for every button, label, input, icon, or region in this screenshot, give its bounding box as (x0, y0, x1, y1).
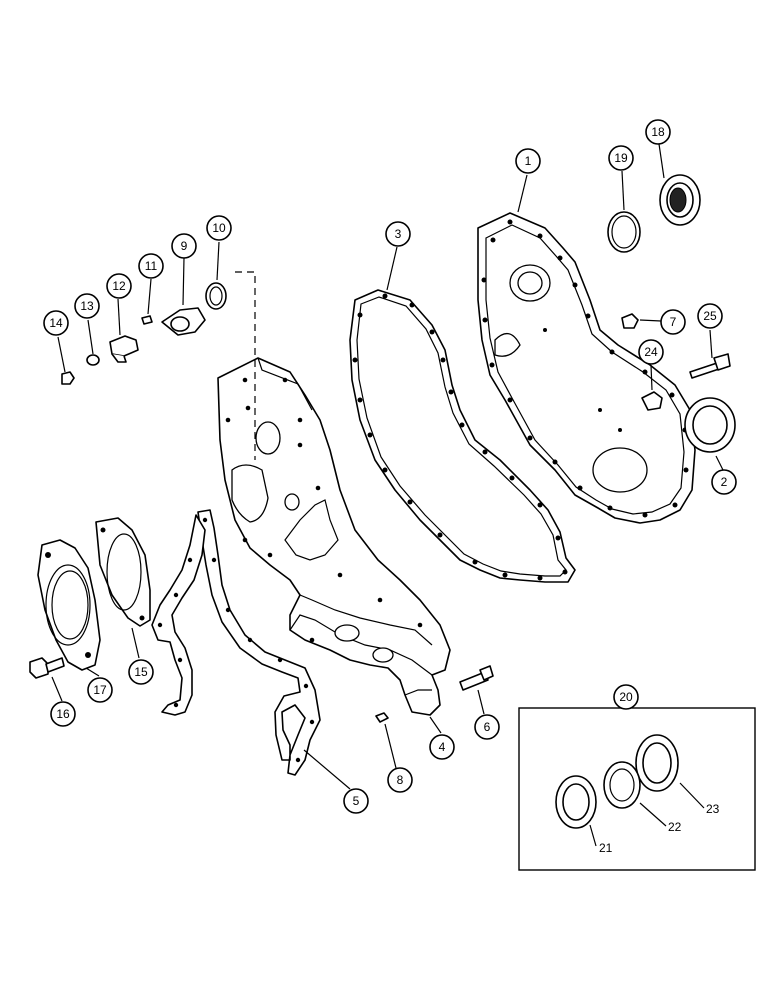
callout-3: 3 (385, 221, 411, 247)
callout-label: 19 (614, 151, 628, 165)
callout-14: 14 (43, 310, 69, 336)
seal-part-23 (635, 734, 679, 792)
callout-label: 3 (395, 227, 402, 241)
callout-label: 12 (112, 279, 126, 293)
gear-housing-part (217, 357, 451, 716)
plug-part-12 (109, 335, 139, 363)
hex-bolt-part (29, 657, 65, 679)
bolt-part-6 (459, 665, 494, 691)
callout-label: 15 (134, 665, 148, 679)
callout-8: 8 (387, 767, 413, 793)
callout-9: 9 (171, 233, 197, 259)
fitting-part-9 (161, 307, 206, 336)
callout-label: 5 (353, 794, 360, 808)
bolt-part-25 (689, 353, 731, 379)
leader-lines (51, 143, 724, 847)
callout-label: 11 (145, 259, 158, 273)
callout-label: 4 (439, 740, 446, 754)
inset-label-23: 23 (706, 802, 720, 816)
o-ring-part-10 (205, 282, 227, 310)
callout-label: 14 (49, 316, 63, 330)
callout-12: 12 (106, 273, 132, 299)
callout-label: 17 (93, 683, 107, 697)
callout-18: 18 (645, 119, 671, 145)
callout-label: 20 (619, 690, 633, 704)
rear-gasket-part (151, 509, 321, 776)
callout-label: 16 (56, 707, 70, 721)
callout-2: 2 (711, 469, 737, 495)
plate-gasket-part (95, 517, 151, 627)
callout-25: 25 (697, 303, 723, 329)
callout-4: 4 (429, 734, 455, 760)
seal-kit-inset-box (518, 707, 756, 871)
alignment-dashed-line (235, 271, 256, 460)
dowel-part-8 (375, 712, 389, 723)
callout-label: 18 (651, 125, 665, 139)
callout-13: 13 (74, 293, 100, 319)
callout-11: 11 (138, 253, 164, 279)
bolt-part-7 (621, 313, 639, 329)
inset-label-21: 21 (599, 841, 613, 855)
callout-24: 24 (638, 339, 664, 365)
inset-label-22: 22 (668, 820, 682, 834)
seal-part-21 (555, 775, 597, 829)
callout-label: 10 (212, 221, 226, 235)
nut-part-24 (641, 391, 663, 411)
callout-19: 19 (608, 145, 634, 171)
callout-label: 13 (80, 299, 94, 313)
callout-label: 9 (181, 239, 188, 253)
gasket-part (349, 289, 576, 583)
small-screw-part-11 (141, 315, 153, 325)
callout-label: 24 (644, 345, 658, 359)
nut-part-14 (61, 371, 75, 385)
callout-17: 17 (87, 677, 113, 703)
sleeve-part-22 (603, 761, 641, 809)
callout-16: 16 (50, 701, 76, 727)
callout-label: 6 (484, 720, 491, 734)
callout-label: 25 (703, 309, 717, 323)
front-cover-part (477, 212, 696, 524)
ring-part-19 (607, 211, 641, 253)
callout-label: 7 (670, 315, 677, 329)
callout-10: 10 (206, 215, 232, 241)
seal-part-18 (659, 174, 701, 226)
callout-6: 6 (474, 714, 500, 740)
callout-20: 20 (613, 684, 639, 710)
callout-7: 7 (660, 309, 686, 335)
callout-label: 8 (397, 773, 404, 787)
callout-label: 2 (721, 475, 728, 489)
callout-label: 1 (525, 154, 532, 168)
callout-15: 15 (128, 659, 154, 685)
cover-plate-part (37, 539, 101, 671)
washer-part-13 (86, 354, 100, 366)
callout-1: 1 (515, 148, 541, 174)
seal-part-2 (684, 397, 736, 453)
callout-5: 5 (343, 788, 369, 814)
